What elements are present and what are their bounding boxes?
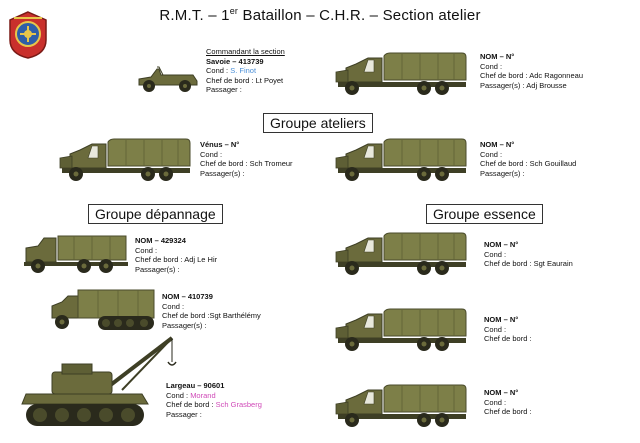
vehicle-name: Largeau – 90601 (166, 381, 225, 390)
passager-line: Passager(s) : (480, 168, 525, 178)
group-essence-label: Groupe essence (426, 204, 543, 224)
vehicle-info-top-right: NOM – N° Cond : Chef de bord : Adc Ragon… (480, 52, 583, 90)
passager-line: Passager(s) : (135, 264, 180, 274)
cond-line: Cond : (484, 397, 507, 407)
cond-line: Cond : (162, 301, 185, 311)
group-ateliers-label: Groupe ateliers (263, 113, 373, 133)
half-track-icon (51, 289, 155, 330)
cargo-truck-icon (335, 52, 467, 96)
vehicle-name: NOM – N° (480, 140, 515, 149)
cond-line: Cond : S. Finot (206, 66, 257, 76)
recovery-tank-icon (21, 336, 177, 426)
cond-line: Cond : Morand (166, 390, 216, 400)
vehicle-info-largeau: Largeau – 90601 Cond : Morand Chef de bo… (166, 381, 262, 419)
chef-line: Chef de bord : Sch Grasberg (166, 400, 262, 410)
chef-line: Chef de bord :Sgt Barthélémy (162, 311, 261, 321)
vehicle-name: NOM – N° (484, 315, 519, 324)
commandant-heading: Commandant la section (206, 47, 285, 56)
cond-line: Cond : (480, 149, 503, 159)
chef-line: Chef de bord : Adc Ragonneau (480, 71, 583, 81)
chef-line: Chef de bord : Sch Gouillaud (480, 159, 577, 169)
jeep-vehicle-icon (138, 66, 198, 92)
passager-line: Passager(s) : Adj Brousse (480, 80, 567, 90)
cond-name-highlight: S. Finot (230, 66, 257, 76)
cond-line: Cond : (200, 149, 223, 159)
dodge-truck-icon (24, 235, 128, 273)
cond-line: Cond : (484, 249, 507, 259)
vehicle-info-essence-3: NOM – N° Cond : Chef de bord : (484, 388, 532, 417)
vehicle-info-essence-2: NOM – N° Cond : Chef de bord : (484, 315, 532, 344)
chef-line: Chef de bord : (484, 334, 532, 344)
cargo-truck-icon (335, 138, 467, 182)
vehicle-info-mid-right: NOM – N° Cond : Chef de bord : Sch Gouil… (480, 140, 576, 178)
vehicle-name: NOM – 429324 (135, 236, 186, 245)
cond-line: Cond : (484, 324, 507, 334)
chef-line: Chef de bord : Adj Le Hir (135, 255, 218, 265)
fuel-truck-icon (335, 308, 467, 352)
vehicle-name: NOM – 410739 (162, 292, 213, 301)
fuel-truck-icon (335, 384, 467, 428)
passager-line: Passager(s) : (200, 168, 245, 178)
vehicle-info-essence-1: NOM – N° Cond : Chef de bord : Sgt Eaura… (484, 240, 573, 269)
chef-name-highlight: Sch Grasberg (215, 400, 262, 410)
chef-line: Chef de bord : Lt Poyet (206, 75, 284, 85)
vehicle-info-venus: Vénus – N° Cond : Chef de bord : Sch Tro… (200, 140, 293, 178)
vehicle-info-depannage-1: NOM – 429324 Cond : Chef de bord : Adj L… (135, 236, 217, 274)
vehicle-name: Vénus – N° (200, 140, 240, 149)
chef-line: Chef de bord : Sgt Eaurain (484, 259, 573, 269)
group-depannage-label: Groupe dépannage (88, 204, 223, 224)
vehicle-name: NOM – N° (484, 388, 519, 397)
vehicle-name: NOM – N° (480, 52, 515, 61)
cond-line: Cond : (480, 61, 503, 71)
vehicle-name: Savoie – 413739 (206, 56, 264, 66)
passager-line: Passager : (206, 85, 242, 95)
vehicle-name: NOM – N° (484, 240, 519, 249)
cond-line: Cond : (135, 245, 158, 255)
cond-name-highlight: Morand (190, 390, 216, 400)
vehicle-info-depannage-2: NOM – 410739 Cond : Chef de bord :Sgt Ba… (162, 292, 261, 330)
page-title: R.M.T. – 1er Bataillon – C.H.R. – Sectio… (159, 6, 481, 24)
chef-line: Chef de bord : Sch Tromeur (200, 159, 293, 169)
passager-line: Passager : (166, 409, 202, 419)
fuel-truck-icon (335, 232, 467, 276)
cargo-truck-icon (59, 138, 191, 182)
vehicle-info-commandant: Commandant la section Savoie – 413739 Co… (206, 47, 285, 95)
chef-line: Chef de bord : (484, 407, 532, 417)
regiment-insignia-icon (9, 11, 47, 59)
passager-line: Passager(s) : (162, 320, 207, 330)
